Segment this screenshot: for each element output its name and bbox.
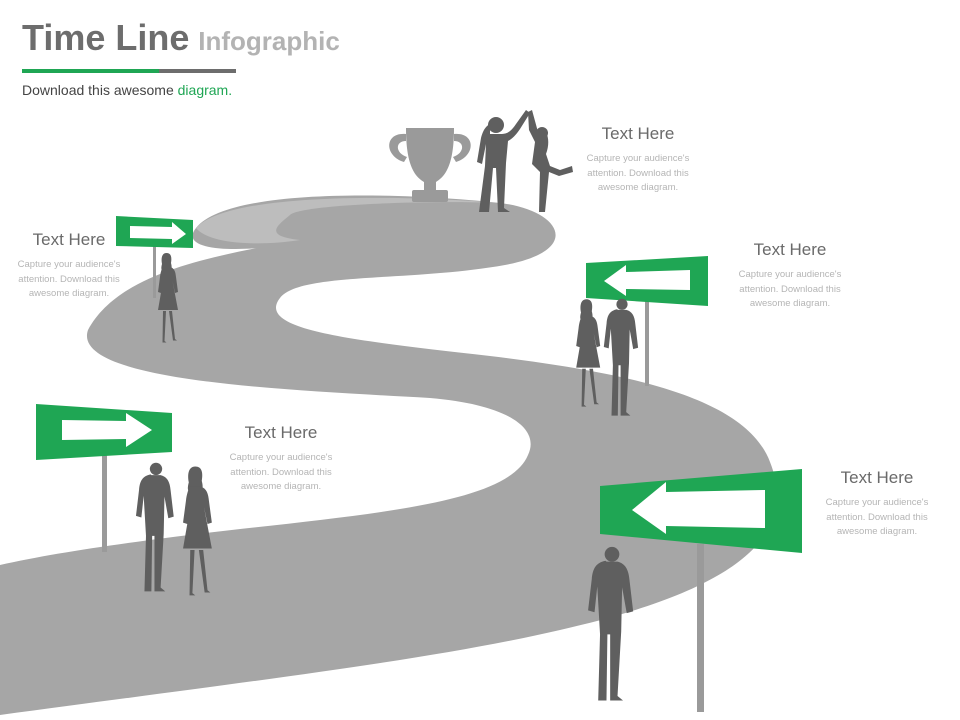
title-underline-dark (159, 69, 236, 73)
callout-body: Capture your audience's attention. Downl… (738, 269, 842, 309)
arrow-right-icon (130, 222, 186, 244)
callout-5: Text Here Capture your audience's attent… (821, 468, 933, 540)
arrow-left-icon (632, 482, 765, 534)
callout-body: Capture your audience's attention. Downl… (586, 153, 690, 193)
arrow-left-icon (604, 265, 690, 296)
signpost-1 (116, 216, 193, 298)
trophy-icon (389, 128, 471, 202)
callout-1: Text Here Capture your audience's attent… (582, 124, 694, 196)
title-sub: Infographic (198, 26, 340, 56)
callout-3: Text Here Capture your audience's attent… (734, 240, 846, 312)
winding-road (0, 195, 778, 716)
callout-body: Capture your audience's attention. Downl… (17, 259, 121, 299)
person-man-lower-right (588, 546, 634, 701)
page-subtitle: Download this awesome diagram. (22, 82, 232, 98)
callout-body: Capture your audience's attention. Downl… (229, 452, 333, 492)
arrow-right-icon (62, 413, 152, 447)
signpost-3 (36, 404, 172, 552)
high-five-figures (477, 110, 573, 212)
subtitle-accent: diagram. (177, 82, 233, 98)
title-main: Time Line (22, 17, 190, 58)
callout-2: Text Here Capture your audience's attent… (13, 230, 125, 302)
title-underline-accent (22, 69, 159, 73)
page-title: Time Line Infographic (22, 20, 340, 56)
callout-body: Capture your audience's attention. Downl… (825, 497, 929, 537)
callout-4: Text Here Capture your audience's attent… (225, 423, 337, 495)
signpost-2 (586, 256, 708, 386)
signpost-4 (600, 469, 802, 712)
subtitle-lead: Download this awesome (22, 82, 178, 98)
callout-heading: Text Here (753, 240, 827, 259)
callout-heading: Text Here (244, 423, 318, 442)
title-underline (22, 69, 236, 73)
callout-heading: Text Here (601, 124, 675, 143)
callout-heading: Text Here (32, 230, 106, 249)
callout-heading: Text Here (840, 468, 914, 487)
